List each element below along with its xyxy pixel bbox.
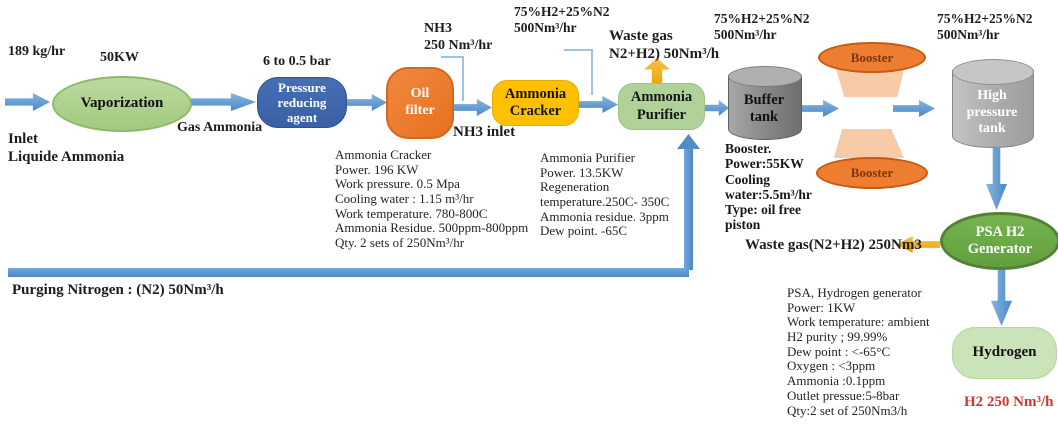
- label-nh3-inlet: NH3 inlet: [453, 124, 516, 140]
- label-inlet-stream: Inlet Liquide Ammonia: [8, 131, 125, 166]
- label-hp-tank-inlet: 75%H2+25%N2 500Nm³/hr: [937, 11, 1033, 43]
- label-psa-waste-gas: Waste gas(N2+H2) 250Nm3: [745, 237, 922, 253]
- label-gas-ammonia: Gas Ammonia: [177, 120, 263, 135]
- spec-ammonia-cracker: Ammonia Cracker Power. 196 KW Work press…: [335, 147, 529, 251]
- hp-tank-top: [952, 59, 1034, 85]
- node-buffer-tank: Buffer tank: [743, 91, 785, 125]
- node-oil-filter: Oil filter: [386, 67, 454, 139]
- connector-nh3-label: [441, 56, 464, 58]
- label-inlet-rate: 189 kg/hr: [8, 44, 66, 59]
- flow-arrow-buffer-to-booster: [797, 100, 839, 117]
- connector-cracker-outlet-label: [591, 49, 593, 95]
- connector-nh3-label: [462, 56, 464, 101]
- flow-arrow-psa-to-hydrogen: [991, 266, 1012, 326]
- node-ammonia-cracker: Ammonia Cracker: [492, 80, 579, 126]
- flow-arrow-hptank-to-psa: [986, 148, 1007, 210]
- label-pressure-range: 6 to 0.5 bar: [263, 54, 331, 69]
- flow-arrow-purifier-to-buffer: [702, 100, 729, 116]
- spec-ammonia-purifier: Ammonia Purifier Power. 13.5KW Regenerat…: [540, 150, 670, 239]
- booster-funnel-bottom: [833, 129, 904, 158]
- purge-line-vertical: [684, 148, 693, 270]
- label-cracker-outlet: 75%H2+25%N2 500Nm³/hr: [514, 4, 610, 36]
- node-booster-top: Booster: [818, 42, 926, 73]
- flow-arrow-inlet: [5, 93, 50, 111]
- flow-arrow-booster-to-hptank: [893, 100, 935, 117]
- label-purging-nitrogen: Purging Nitrogen : (N2) 50Nm³/h: [12, 282, 224, 298]
- node-high-pressure-tank: High pressure tank: [966, 88, 1018, 137]
- node-ammonia-purifier: Ammonia Purifier: [618, 83, 705, 130]
- label-purifier-waste-gas: Waste gas N2+H2) 50Nm³/h: [609, 28, 720, 63]
- flow-arrow-vaporization-to-pra: [190, 93, 256, 111]
- label-nh3-flow: NH3 250 Nm³/hr: [424, 21, 493, 54]
- flow-arrow-cracker-to-purifier: [577, 96, 618, 113]
- spec-booster: Booster. Power:55KW Cooling water:5.5m³/…: [725, 141, 812, 233]
- label-vaporization-power: 50KW: [100, 50, 139, 65]
- purge-line-horizontal: [8, 268, 689, 277]
- node-vaporization: Vaporization: [52, 76, 192, 132]
- flow-arrow-pra-to-oilfilter: [347, 94, 387, 111]
- label-h2-output: H2 250 Nm³/h: [964, 394, 1054, 410]
- label-buffer-inlet: 75%H2+25%N2 500Nm³/hr: [714, 11, 810, 43]
- node-psa-h2-generator: PSA H2 Generator: [940, 212, 1058, 270]
- connector-cracker-outlet-label: [564, 49, 593, 51]
- node-booster-bottom: Booster: [816, 157, 928, 189]
- purge-arrowhead-up: [677, 134, 700, 149]
- node-hydrogen: Hydrogen: [952, 327, 1057, 379]
- spec-psa: PSA, Hydrogen generator Power: 1KW Work …: [787, 285, 930, 418]
- flow-arrow-oilfilter-to-cracker: [452, 99, 492, 116]
- node-pressure-reducing-agent: Pressure reducing agent: [257, 77, 347, 128]
- buffer-tank-top: [728, 66, 802, 87]
